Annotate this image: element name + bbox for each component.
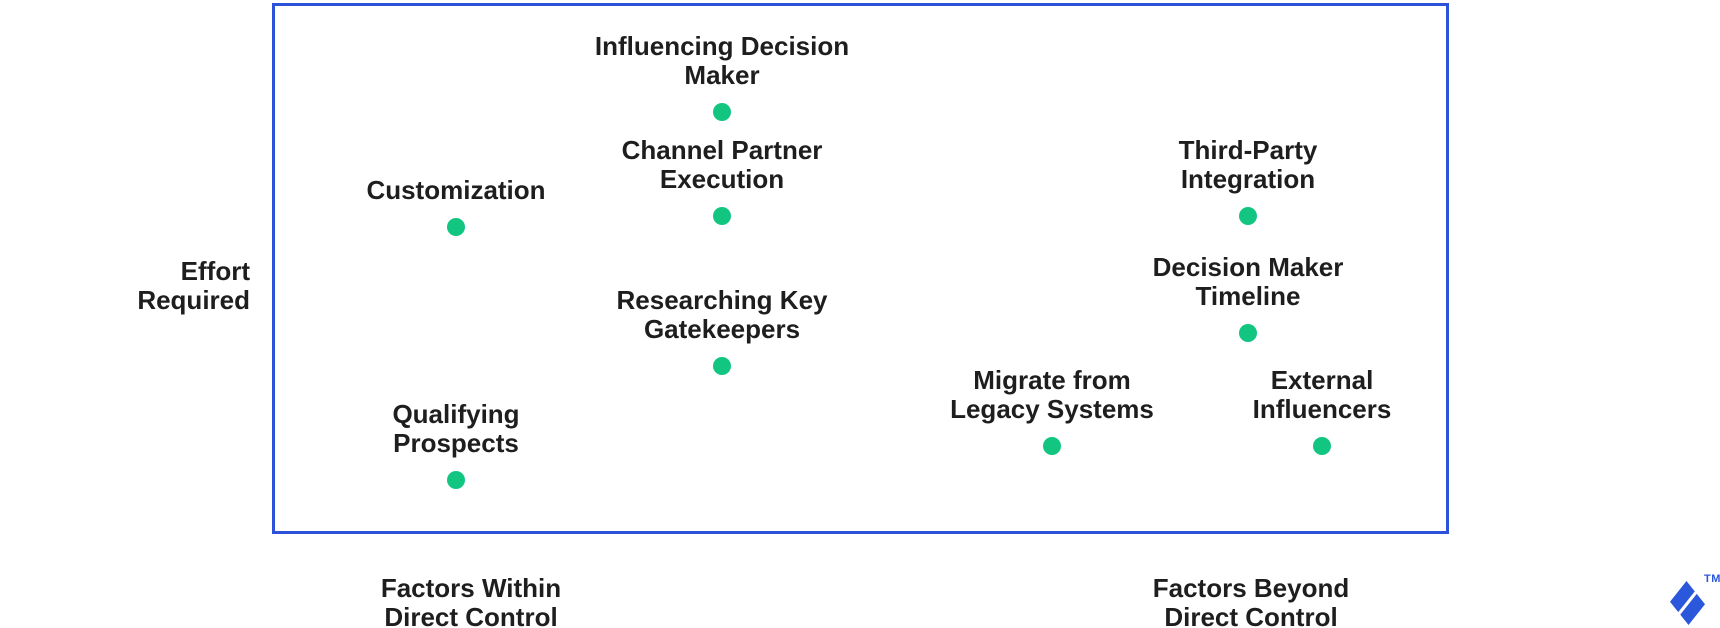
data-point-dot	[447, 218, 465, 236]
x-axis-label-right: Factors Beyond Direct Control	[1152, 573, 1350, 628]
data-point-dot	[713, 103, 731, 121]
data-point-label: External Influencers	[1252, 365, 1392, 424]
data-point-label: Decision Maker Timeline	[1152, 252, 1344, 311]
data-point-dot	[713, 357, 731, 375]
data-point-dot	[1313, 437, 1331, 455]
toptal-logo-mark	[1670, 581, 1705, 625]
data-point-label: Qualifying Prospects	[392, 399, 520, 458]
plot-area	[272, 3, 1449, 534]
data-point-label: Migrate from Legacy Systems	[950, 365, 1154, 424]
data-point-label: Influencing Decision Maker	[594, 31, 850, 90]
data-point-label: Third-Party Integration	[1178, 135, 1318, 194]
data-point-label: Channel Partner Execution	[621, 135, 823, 194]
x-axis-label-left: Factors Within Direct Control	[380, 573, 562, 628]
y-axis-label: Effort Required	[137, 256, 250, 315]
data-point-label: Customization	[366, 175, 546, 205]
data-point-dot	[713, 207, 731, 225]
trademark-label: TM	[1704, 573, 1720, 585]
data-point-dot	[1239, 324, 1257, 342]
data-point-dot	[447, 471, 465, 489]
data-point-dot	[1239, 207, 1257, 225]
toptal-logo	[1670, 581, 1705, 625]
data-point-dot	[1043, 437, 1061, 455]
data-point-label: Researching Key Gatekeepers	[616, 285, 828, 344]
